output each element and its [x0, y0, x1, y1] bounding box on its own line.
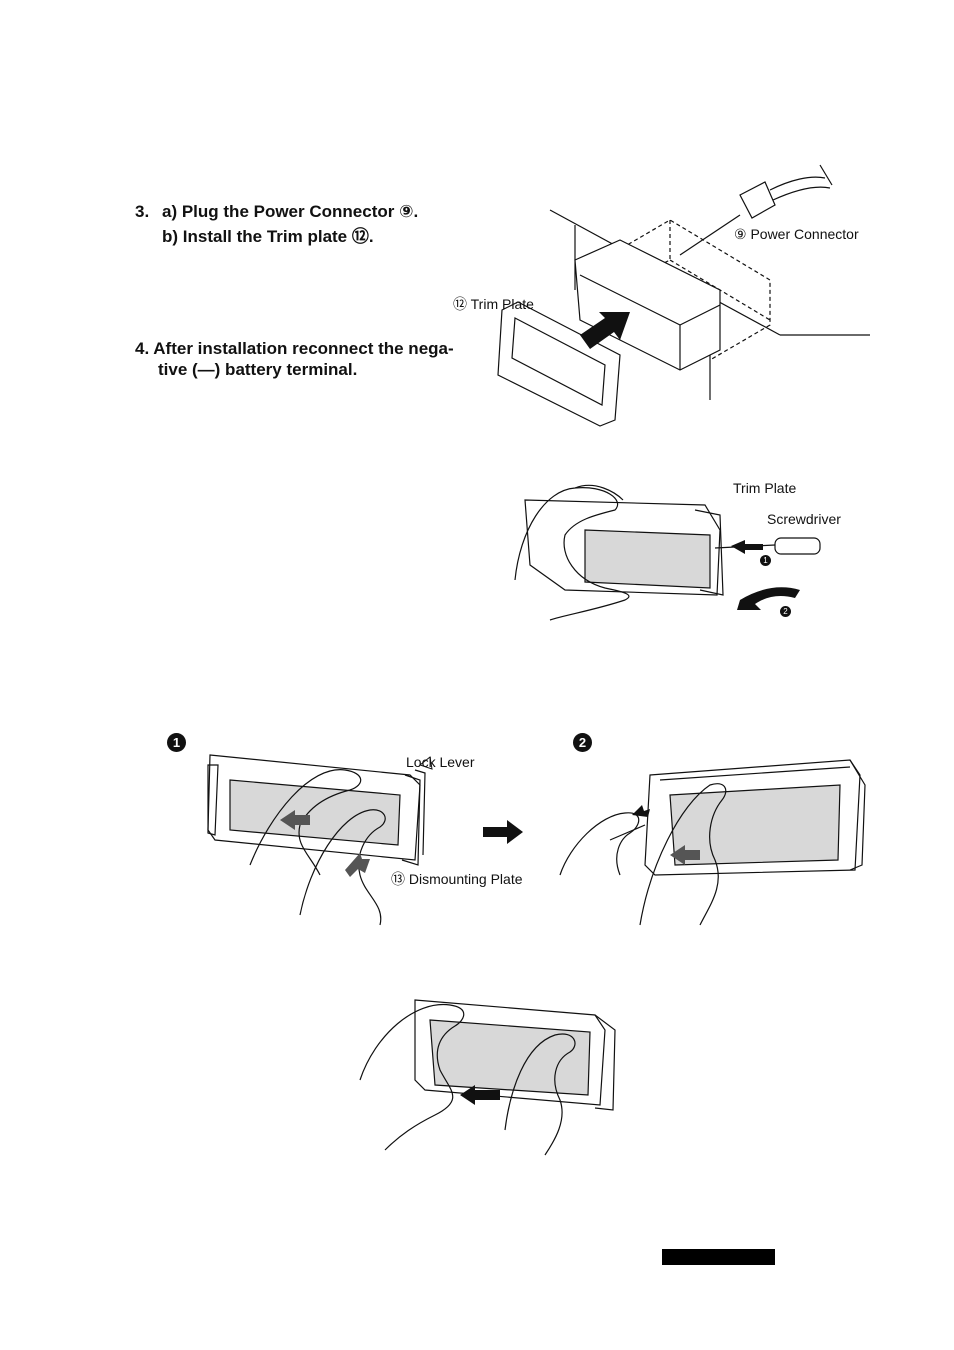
dismounting-plate-label: ⑬ Dismounting Plate: [391, 871, 523, 887]
step-marker-1-small: 1: [760, 555, 771, 566]
figure-dismount-step2: [550, 745, 870, 930]
pull-out-diagram: [355, 990, 620, 1160]
lock-lever-label: Lock Lever: [406, 754, 474, 770]
dismount-step1-diagram: [170, 745, 450, 930]
power-connector-label: ⑨ Power Connector: [734, 226, 859, 242]
remove-trim-diagram: [505, 470, 855, 630]
next-step-arrow-icon: [483, 820, 523, 844]
figure-pull-out-unit: [355, 990, 620, 1160]
trim-plate-label: ⑫ Trim Plate: [453, 296, 534, 312]
step3b-text: b) Install the Trim plate ⑫.: [162, 226, 374, 247]
step4-text-line1: 4. After installation reconnect the nega…: [135, 338, 454, 359]
step-marker-2-small: 2: [780, 606, 791, 617]
trim-plate-label-2: Trim Plate: [733, 480, 796, 496]
screwdriver-label: Screwdriver: [767, 511, 841, 527]
step3-number: 3.: [135, 201, 149, 222]
figure-dismount-step1: Lock Lever ⑬ Dismounting Plate: [170, 745, 450, 930]
step4-text-line2: tive (—) battery terminal.: [158, 359, 357, 380]
figure-remove-trim-plate: Trim Plate Screwdriver 1 2: [505, 470, 855, 630]
step3a-text: a) Plug the Power Connector ⑨.: [162, 201, 418, 222]
install-diagram: [480, 160, 870, 425]
figure-install-trim-plate: ⑨ Power Connector ⑫ Trim Plate: [480, 160, 870, 425]
page-footer-bar: [662, 1249, 775, 1265]
dismount-step2-diagram: [550, 745, 870, 930]
